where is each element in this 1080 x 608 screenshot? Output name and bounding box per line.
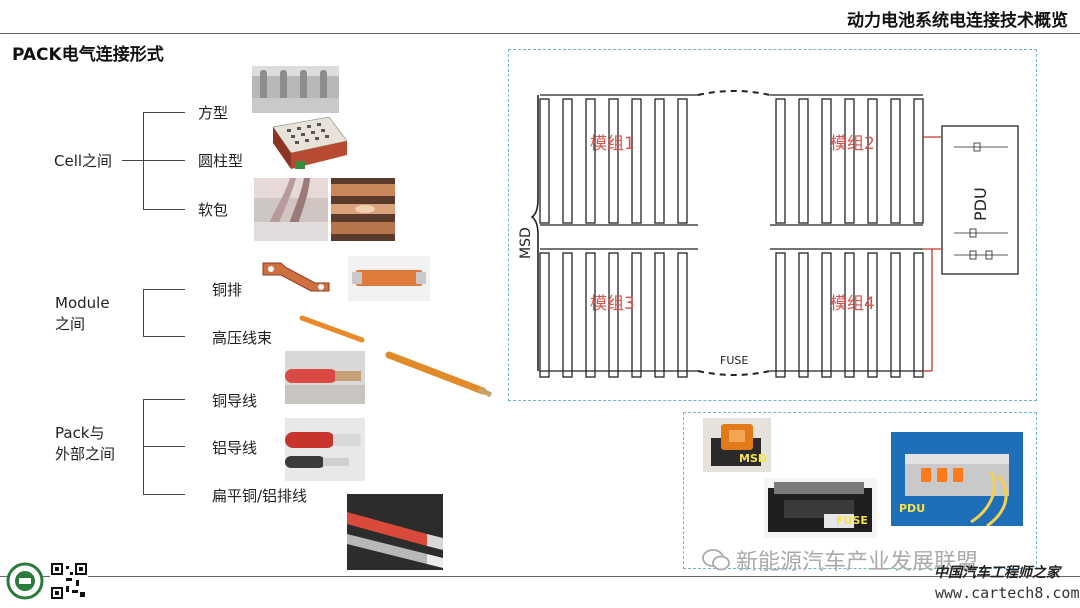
module-block-4 bbox=[770, 248, 924, 378]
module-block-3 bbox=[539, 248, 698, 378]
module-label-4: 模组4 bbox=[830, 294, 875, 314]
group-label-cell: Cell之间 bbox=[54, 152, 113, 170]
photo-flat-busbar bbox=[347, 494, 443, 570]
photo-pdu: PDU bbox=[891, 432, 1023, 526]
pdu-label: PDU bbox=[971, 187, 990, 221]
item-copper-busbar: 铜排 bbox=[212, 281, 243, 299]
site-name-cn: 中国汽车工程师之家 bbox=[934, 565, 1060, 581]
module-block-1 bbox=[539, 94, 698, 226]
tree-bracket-module bbox=[143, 289, 144, 336]
photo-copper-wire bbox=[285, 351, 365, 404]
tree-branch bbox=[143, 289, 185, 290]
fuse-label: FUSE bbox=[720, 354, 748, 367]
tree-branch bbox=[143, 446, 185, 447]
group-label-pack-line2: 外部之间 bbox=[55, 445, 116, 463]
watermark-text: 新能源汽车产业发展联盟 bbox=[736, 550, 979, 575]
photo-pouch-tabs bbox=[254, 178, 328, 241]
group-label-pack-line1: Pack与 bbox=[55, 424, 105, 442]
photo-aluminum-wire bbox=[285, 418, 365, 481]
photo-msd-label: MSD bbox=[739, 452, 767, 465]
tree-branch bbox=[143, 112, 185, 113]
header-divider bbox=[0, 33, 1080, 34]
photo-fuse-label: FUSE bbox=[836, 514, 868, 527]
qr-code bbox=[50, 562, 88, 600]
item-prismatic: 方型 bbox=[198, 104, 229, 122]
tree-branch bbox=[143, 336, 185, 337]
item-cylindrical: 圆柱型 bbox=[198, 152, 244, 170]
photo-cylindrical-pack bbox=[267, 115, 349, 175]
tree-branch bbox=[143, 494, 185, 495]
wechat-icon bbox=[702, 549, 730, 571]
photo-pdu-label: PDU bbox=[899, 502, 926, 515]
group-label-module-line1: Module bbox=[55, 294, 110, 312]
wechat-watermark: 新能源汽车产业发展联盟 bbox=[702, 544, 978, 576]
tree-branch bbox=[143, 160, 185, 161]
item-hv-harness: 高压线束 bbox=[212, 329, 273, 347]
header-title: 动力电池系统电连接技术概览 bbox=[847, 11, 1068, 31]
module-label-3: 模组3 bbox=[590, 294, 635, 314]
module-block-2 bbox=[770, 94, 924, 226]
tree-connector bbox=[122, 160, 144, 161]
photo-prismatic-busbar bbox=[252, 66, 339, 113]
section-title: PACK电气连接形式 bbox=[12, 45, 164, 65]
csae-logo bbox=[6, 562, 44, 600]
photo-copper-bar-flat bbox=[348, 256, 430, 301]
item-copper-wire: 铜导线 bbox=[212, 392, 258, 410]
components-frame bbox=[683, 412, 1037, 569]
battery-diagram: 模组1 模组2 模组3 模组4 FUSE MSD PDU bbox=[518, 90, 1019, 378]
group-label-module: Module 之间 bbox=[55, 293, 110, 335]
battery-diagram-frame bbox=[508, 49, 1037, 401]
photo-fuse: FUSE bbox=[764, 478, 877, 538]
site-url: www.cartech8.com bbox=[935, 584, 1080, 602]
footer-divider bbox=[0, 576, 1080, 577]
msd-label: MSD bbox=[518, 227, 534, 259]
photo-copper-bar-bent bbox=[255, 253, 337, 301]
group-label-module-line2: 之间 bbox=[55, 315, 86, 333]
photo-hv-cable-orange bbox=[383, 349, 495, 399]
module-label-2: 模组2 bbox=[830, 134, 875, 154]
photo-msd: MSD bbox=[703, 418, 771, 472]
item-pouch: 软包 bbox=[198, 201, 229, 219]
tree-branch bbox=[143, 399, 185, 400]
module-label-1: 模组1 bbox=[590, 134, 635, 154]
photo-hv-cable bbox=[298, 314, 368, 344]
tree-branch bbox=[143, 209, 185, 210]
item-flat-busbar: 扁平铜/铝排线 bbox=[212, 487, 308, 505]
group-label-pack: Pack与 外部之间 bbox=[55, 423, 115, 465]
photo-pouch-copper bbox=[331, 178, 395, 241]
item-aluminum-wire: 铝导线 bbox=[212, 439, 258, 457]
